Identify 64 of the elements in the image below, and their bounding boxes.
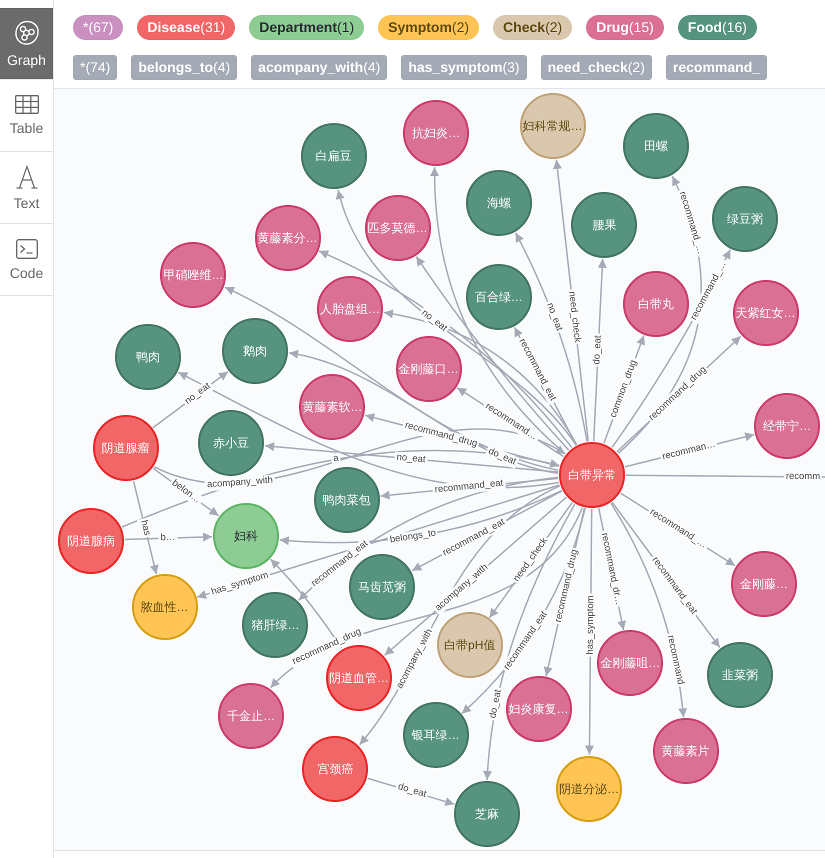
graph-node: 宫颈癌 xyxy=(302,736,368,802)
graph-node: 阴道腺病 xyxy=(58,508,124,574)
graph-node: 经带宁… xyxy=(754,393,820,460)
graph-node: 天紫红女… xyxy=(732,280,799,346)
relationship-type-chip: recommand_ xyxy=(666,55,768,80)
edge-label: do_eat xyxy=(591,332,605,366)
edge-label: do_eat xyxy=(484,444,520,469)
graph-node: 黄藤素分… xyxy=(254,205,321,272)
relationship-arrow xyxy=(270,558,342,649)
relationship-arrow xyxy=(124,532,212,542)
relationship-type-chip: need_check(2) xyxy=(540,55,652,80)
graph-node: 白扁豆 xyxy=(300,123,367,190)
relationship-type-chip: acompany_with(4) xyxy=(251,55,388,80)
relationship-arrow xyxy=(384,310,578,445)
graph-node: 妇科常规… xyxy=(520,93,586,159)
relationship-type-chip: *(74) xyxy=(73,55,118,80)
graph-node: 绿豆粥 xyxy=(712,186,778,252)
graph-node: 黄藤素片 xyxy=(652,718,718,784)
graph-node: 鸭肉 xyxy=(114,324,181,390)
relationship-arrow xyxy=(318,250,572,448)
graph-node: 金刚藤口… xyxy=(396,336,462,402)
edge-label: a xyxy=(330,452,342,466)
graph-node: 白带异常 xyxy=(559,442,625,508)
graph-node: 甲硝唑维… xyxy=(160,242,226,308)
graph-node: 鹅肉 xyxy=(222,318,288,384)
node-label-chip: Drug(15) xyxy=(586,15,664,40)
graph-node: 妇科 xyxy=(213,502,280,569)
graph-node: 韭菜粥 xyxy=(707,642,774,708)
graph-node: 金刚藤… xyxy=(730,550,797,617)
graph-node: 匹多莫德… xyxy=(364,195,431,262)
relationship-arrow xyxy=(430,167,566,454)
relationship-type-chip: belongs_to(4) xyxy=(131,55,238,80)
relationship-arrow xyxy=(336,190,577,446)
node-label-chip: Disease(31) xyxy=(137,15,236,40)
graph-node: 脓血性… xyxy=(132,574,198,640)
relationship-type-chip: has_symptom(3) xyxy=(401,55,527,80)
graph-node: 银耳绿… xyxy=(402,702,469,768)
graph-node: 妇炎康复… xyxy=(506,676,572,742)
relationship-arrow xyxy=(416,256,570,451)
graph-node: 芝麻 xyxy=(454,781,520,847)
node-label-chip: Check(2) xyxy=(493,15,572,40)
node-label-chip: Department(1) xyxy=(249,15,364,40)
graph-node: 鸭肉菜包 xyxy=(314,466,380,532)
edge-label: has_symptom xyxy=(584,592,597,656)
view-tab: Graph xyxy=(0,8,53,80)
graph-node: 田螺 xyxy=(623,113,690,180)
graph-node: 阴道腺瘤 xyxy=(92,415,159,482)
graph-node: 赤小豆 xyxy=(198,410,264,476)
edge-label: acompany_with xyxy=(205,474,276,492)
graph-node: 黄藤素软… xyxy=(299,374,366,440)
node-label-chip: Symptom(2) xyxy=(378,15,480,40)
graph-node: 千金止… xyxy=(218,682,284,749)
graph-node: 腰果 xyxy=(571,192,638,258)
graph-node: 白带丸 xyxy=(622,270,689,337)
relationship-arrow xyxy=(265,442,558,473)
graph-node: 金刚藤咀… xyxy=(597,630,664,696)
graph-node: 抗妇炎… xyxy=(403,100,470,166)
graph-node: 人胎盘组… xyxy=(317,276,384,342)
graph-node: 阴道分泌… xyxy=(556,756,622,822)
node-label-chip: *(67) xyxy=(73,15,124,40)
node-label-chip: Food(16) xyxy=(678,15,757,40)
graph-node: 海螺 xyxy=(466,170,532,236)
graph-node: 百合绿… xyxy=(466,264,532,330)
graph-node: 白带pH值 xyxy=(436,612,503,678)
